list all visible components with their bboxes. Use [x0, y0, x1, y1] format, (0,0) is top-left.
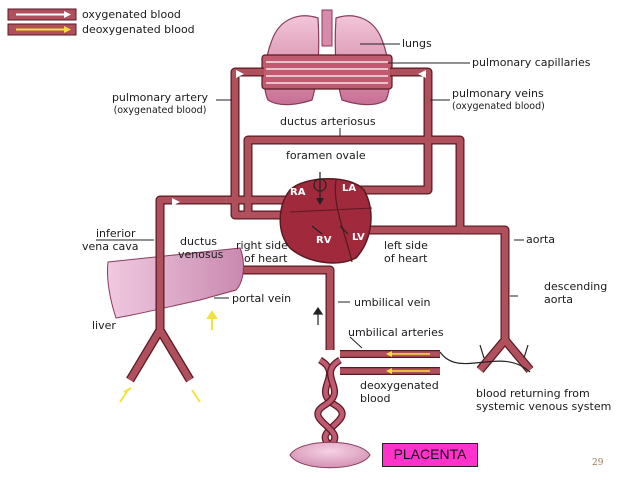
leader-lines: [96, 43, 524, 349]
label-rv: RV: [316, 235, 332, 246]
placenta-label-box: PLACENTA: [382, 443, 478, 467]
returning-flow-marks: [312, 306, 531, 373]
legend-deoxygenated-swatch: [7, 23, 77, 36]
legend: [7, 8, 77, 36]
legend-oxygenated-swatch: [7, 8, 77, 21]
flow-arrows: [172, 70, 430, 374]
label-deoxygenated-blood-1: deoxygenated: [360, 379, 439, 392]
label-portal-vein: portal vein: [232, 292, 292, 305]
label-left-side-2: of heart: [384, 252, 428, 265]
label-lv: LV: [352, 232, 365, 243]
label-ductus-venosus-2: venosus: [178, 248, 224, 261]
label-la: LA: [342, 183, 357, 194]
label-liver: liver: [92, 319, 116, 332]
lungs-illustration: [261, 9, 393, 106]
label-umbilical-arteries: umbilical arteries: [348, 326, 444, 339]
placenta-illustration: [289, 441, 371, 469]
label-inferior-vena-cava-1: inferior: [96, 227, 136, 240]
label-ra: RA: [290, 187, 306, 198]
label-descending-aorta-2: aorta: [544, 293, 574, 306]
label-blood-returning-1: blood returning from: [476, 387, 590, 400]
label-right-side-2: of heart: [244, 252, 288, 265]
label-lungs: lungs: [402, 37, 432, 50]
label-descending-aorta-1: descending: [544, 280, 608, 293]
yellow-arrows: [119, 310, 218, 403]
label-aorta: aorta: [526, 233, 556, 246]
label-pulmonary-artery: pulmonary artery: [111, 91, 209, 104]
legend-deoxygenated-label: deoxygenated blood: [82, 23, 195, 36]
label-inferior-vena-cava-2: vena cava: [82, 240, 139, 253]
page-number: 29: [592, 458, 604, 468]
label-pulmonary-veins-sub: (oxygenated blood): [452, 101, 545, 112]
label-pulmonary-capillaries: pulmonary capillaries: [472, 56, 591, 69]
umbilical-cord: [314, 357, 346, 448]
label-ductus-venosus-1: ductus: [180, 235, 218, 248]
label-right-side-1: right side: [236, 239, 288, 252]
label-left-side-1: left side: [384, 239, 428, 252]
heart-illustration: [279, 172, 373, 264]
label-pulmonary-artery-sub: (oxygenated blood): [113, 105, 207, 116]
label-ductus-arteriosus: ductus arteriosus: [280, 115, 376, 128]
liver-illustration: [107, 247, 244, 319]
legend-oxygenated-label: oxygenated blood: [82, 8, 181, 21]
label-umbilical-vein: umbilical vein: [354, 296, 431, 309]
label-foramen-ovale: foramen ovale: [286, 149, 366, 162]
label-deoxygenated-blood-2: blood: [360, 392, 391, 405]
label-blood-returning-2: systemic venous system: [476, 400, 612, 413]
label-pulmonary-veins: pulmonary veins: [452, 87, 544, 100]
